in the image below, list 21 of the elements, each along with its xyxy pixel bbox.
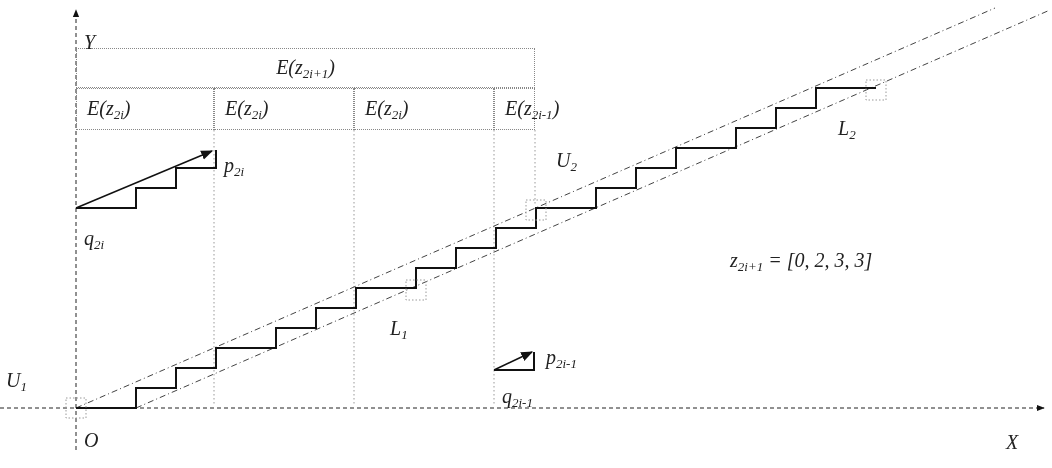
- math-label: L$_{1}$: [390, 318, 408, 341]
- math-label: q$_{2i-1}$: [502, 386, 533, 409]
- set-cell: [214, 88, 354, 130]
- math-label: L$_{2}$: [838, 118, 856, 141]
- math-label: X: [1006, 432, 1019, 452]
- set-cell: [76, 48, 535, 88]
- math-label: U$_{1}$: [6, 370, 27, 393]
- set-label: E(z$_{2i-1}$): [505, 97, 560, 121]
- math-label: p$_{2i}$: [224, 155, 245, 178]
- math-label: U$_{2}$: [556, 150, 577, 173]
- set-label: E(z$_{2i+1}$): [276, 56, 335, 80]
- math-label: q$_{2i}$: [84, 228, 105, 251]
- set-cell: [76, 88, 214, 130]
- set-label: E(z$_{2i}$): [365, 97, 409, 121]
- set-cell: [354, 88, 494, 130]
- math-label: O: [84, 430, 99, 450]
- math-label: z$_{2i+1}$ = [0, 2, 3, 3]: [730, 250, 873, 273]
- math-label: p$_{2i-1}$: [546, 347, 577, 370]
- set-label: E(z$_{2i}$): [87, 97, 131, 121]
- set-label: E(z$_{2i}$): [225, 97, 269, 121]
- math-label: Y: [84, 32, 96, 52]
